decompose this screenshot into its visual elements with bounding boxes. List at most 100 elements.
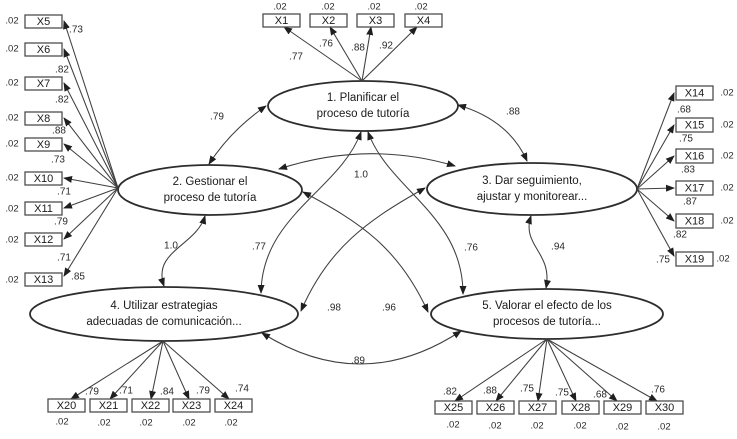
indicator-box-x12 [24,232,63,247]
correlation-value-f1-f4: .77 [252,242,266,253]
indicator-box-x8 [24,111,63,126]
indicator-label-x11: X11 [34,203,53,215]
loading-value-x24: .74 [235,384,249,395]
error-variance-x26: .02 [488,421,501,432]
loading-value-x29: .68 [593,390,607,401]
correlation-value-f3-f4: .98 [327,303,341,314]
indicator-box-x5 [24,14,63,29]
factor-ellipse-f3 [426,162,638,216]
error-variance-x17: .02 [720,183,733,194]
loading-value-x6: .82 [55,65,69,76]
indicator-box-x17 [675,180,714,196]
loading-arrow-x8 [63,117,119,189]
error-variance-x12: .02 [5,235,18,246]
loading-value-x8: .88 [52,126,66,137]
correlation-path-f1-f4 [257,131,362,294]
factor-label-f1-line2: proceso de tutoría [317,108,410,120]
error-variance-x4: .02 [414,2,427,13]
error-variance-x14: .02 [720,88,733,99]
factor-ellipse-f1 [267,80,459,132]
loading-value-x25: .82 [443,387,457,398]
loading-value-x14: .68 [677,105,691,116]
indicator-label-x20: X20 [57,400,77,412]
loading-arrow-x13 [63,187,119,277]
indicator-label-x26: X26 [486,402,506,414]
indicator-box-x22 [131,398,170,413]
correlation-path-f1-f5 [367,131,467,295]
correlation-value-f2-f5: .96 [382,303,396,314]
indicator-box-x20 [47,398,86,413]
loading-arrow-x16 [636,155,675,190]
correlation-value-f1-f3: .88 [506,107,520,118]
indicator-label-x5: X5 [37,16,50,28]
correlation-path-f2-f4 [158,215,207,287]
loading-value-x11: .79 [54,217,68,228]
loading-value-x30: .76 [651,385,665,396]
indicator-box-x16 [675,148,714,164]
loading-value-x22: .84 [160,387,174,398]
indicator-label-x29: X29 [613,402,633,414]
indicator-label-x15: X15 [685,120,705,132]
indicator-label-x16: X16 [685,151,705,163]
factor-label-f4-line1: 4. Utilizar estrategias [110,300,218,312]
correlation-value-f3-f5: .94 [551,242,565,253]
loading-arrow-x22 [149,340,164,400]
loading-arrow-x19 [636,188,675,257]
indicator-label-x7: X7 [37,78,50,90]
factor-ellipse-f2 [117,164,303,216]
loading-arrow-x6 [63,48,119,189]
loading-value-x12: .71 [57,253,71,264]
loading-value-x21: .71 [119,386,133,397]
loading-value-x18: .82 [673,230,687,241]
indicator-box-x26 [476,400,515,415]
loading-value-x16: .83 [681,165,695,176]
loading-arrow-x5 [63,20,119,189]
loading-arrow-x28 [546,338,577,402]
loading-value-x17: .87 [683,197,697,208]
error-variance-x29: .02 [615,422,628,433]
error-variance-x7: .02 [5,78,18,89]
indicator-box-x1 [262,13,301,28]
indicator-label-x2: X2 [322,15,335,27]
loading-arrow-x9 [63,143,119,189]
error-variance-x13: .02 [5,275,18,286]
indicator-box-x14 [675,85,714,101]
loading-arrow-x15 [636,124,675,190]
indicator-label-x17: X17 [685,183,705,195]
indicator-label-x25: X25 [444,402,464,414]
indicator-label-x19: X19 [685,254,705,266]
correlation-path-f2-f5 [302,191,429,313]
loading-arrow-x10 [63,176,119,189]
indicator-box-x10 [24,171,63,186]
loading-arrow-x27 [535,338,548,402]
indicator-box-x9 [24,137,63,152]
indicator-box-x13 [24,272,63,287]
loading-value-x27: .75 [520,384,534,395]
indicator-box-x30 [645,400,684,415]
indicator-box-x3 [356,13,395,28]
factor-label-f2-line2: proceso de tutoría [164,192,257,204]
loading-value-x19: .75 [656,255,670,266]
error-variance-x15: .02 [720,120,733,131]
factor-label-f1-line1: 1. Planificar el [327,92,399,104]
correlation-path-f2-f3 [278,153,456,170]
error-variance-x20: .02 [55,417,68,428]
error-variance-x6: .02 [5,44,18,55]
error-variance-x24: .02 [224,418,237,429]
correlation-value-f2-f3: 1.0 [354,170,368,181]
error-variance-x28: .02 [573,421,586,432]
indicator-label-x28: X28 [571,402,591,414]
error-variance-x23: .02 [182,418,195,429]
loading-arrow-x20 [70,340,164,400]
loading-value-x5: .73 [69,25,83,36]
correlation-value-f1-f5: .76 [464,243,478,254]
error-variance-x10: .02 [5,173,18,184]
loading-arrow-x18 [636,188,675,222]
error-variance-x22: .02 [139,418,152,429]
indicator-label-x18: X18 [685,216,705,228]
loading-arrow-x1 [283,26,363,82]
loading-value-x3: .88 [351,43,365,54]
error-variance-x3: .02 [367,2,380,13]
loading-value-x26: .88 [483,386,497,397]
